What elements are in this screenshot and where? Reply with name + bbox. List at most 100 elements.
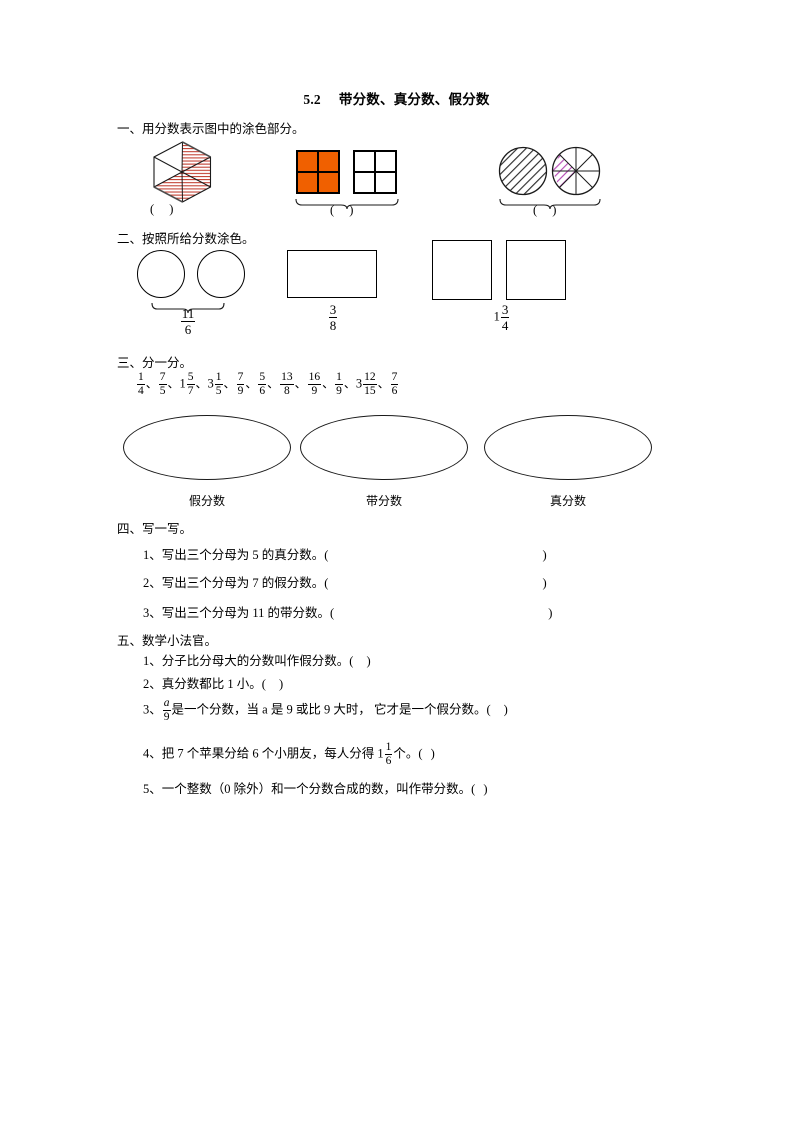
hexagon-six-sectors-icon xyxy=(153,141,212,203)
fraction-label-1-3-4: 1 3 4 xyxy=(474,303,530,332)
brace-under-circles xyxy=(498,196,602,214)
fraction-3-4: 3 4 xyxy=(500,302,510,333)
hexagon-answer-blank[interactable]: ( ) xyxy=(150,202,180,216)
coloring-circle-1[interactable] xyxy=(137,250,185,298)
fraction-denominator: 5 xyxy=(215,384,222,397)
coloring-circle-2[interactable] xyxy=(197,250,245,298)
circles-answer-blank[interactable]: ( ) xyxy=(533,203,563,217)
fraction-numerator: a xyxy=(163,697,170,709)
fraction-numerator: 3 xyxy=(329,302,337,317)
group-label-proper: 真分数 xyxy=(549,494,586,508)
fraction-bar xyxy=(384,754,393,756)
fraction-numerator: 7 xyxy=(391,371,398,383)
grid-cell xyxy=(375,151,396,172)
question-number: 5、 xyxy=(143,782,162,796)
brace-under-grids xyxy=(294,196,400,214)
section-1-heading: 一、用分数表示图中的涂色部分。 xyxy=(117,122,305,136)
fraction-numerator: 1 xyxy=(336,371,342,383)
circle-hatched-icon xyxy=(498,146,548,196)
fraction-separator: 、 xyxy=(294,376,307,391)
fraction-denominator: 6 xyxy=(391,384,398,397)
fraction-bar xyxy=(137,384,145,386)
fraction-numerator: 5 xyxy=(259,371,266,383)
fraction-bar xyxy=(280,384,294,386)
section-5-question-2: 2、真分数都比 1 小。() xyxy=(143,673,283,692)
coloring-square-1[interactable] xyxy=(432,240,492,300)
question-number: 2、 xyxy=(143,576,162,590)
group-ellipse-mixed[interactable] xyxy=(300,415,468,480)
grid-answer-blank[interactable]: ( ) xyxy=(330,203,360,217)
fraction-label-11-6: 11 6 xyxy=(167,307,209,336)
question-close-paren: ) xyxy=(548,606,553,620)
group-label-improper: 假分数 xyxy=(188,494,225,508)
fraction-separator: 、 xyxy=(343,376,356,391)
square-grid-empty xyxy=(353,150,397,194)
question-number: 3、 xyxy=(143,702,162,717)
page-title-number: 5.2 xyxy=(303,92,321,107)
mixed-whole-part: 3 xyxy=(355,376,363,391)
fraction-numerator: 3 xyxy=(501,302,509,317)
question-number: 1、 xyxy=(143,654,162,668)
question-text: 写出三个分母为 11 的带分数。( xyxy=(161,606,335,620)
question-number: 1、 xyxy=(143,548,162,562)
fraction-denominator: 4 xyxy=(501,317,509,333)
fraction-numerator: 7 xyxy=(159,371,166,383)
fraction-separator: 、 xyxy=(245,376,258,391)
coloring-rectangle[interactable] xyxy=(287,250,377,298)
fraction-bar xyxy=(186,384,195,386)
fraction-numerator: 16 xyxy=(308,371,321,383)
fraction-denominator: 6 xyxy=(259,384,266,397)
fraction-1-6: 1 6 xyxy=(384,741,393,768)
fraction-numerator: 1 xyxy=(215,371,222,383)
fraction-bar xyxy=(328,317,338,319)
fraction-numerator: 1 xyxy=(385,741,392,753)
question-text: 把 7 个苹果分给 6 个小朋友，每人分得 1 xyxy=(161,746,384,761)
group-ellipse-improper[interactable] xyxy=(123,415,291,480)
section-4-question-3: 3、写出三个分母为 11 的带分数。() xyxy=(143,602,552,621)
fraction-numerator: 7 xyxy=(237,371,244,383)
section-4-question-1: 1、写出三个分母为 5 的真分数。() xyxy=(143,544,547,563)
fraction-denominator: 4 xyxy=(138,384,144,397)
section-4-heading: 四、写一写。 xyxy=(117,522,193,536)
fraction-separator: 、 xyxy=(167,376,180,391)
group-ellipse-proper[interactable] xyxy=(484,415,652,480)
fraction-bar xyxy=(180,321,196,323)
question-text: 写出三个分母为 7 的假分数。( xyxy=(161,576,329,590)
fraction-separator: 、 xyxy=(322,376,335,391)
page-title-text: 带分数、真分数、假分数 xyxy=(338,92,490,107)
fraction-3-8: 3 8 xyxy=(328,302,338,332)
fraction-bar xyxy=(214,384,223,386)
coloring-square-2[interactable] xyxy=(506,240,566,300)
fraction-denominator: 7 xyxy=(187,384,194,397)
fraction-denominator: 15 xyxy=(364,384,376,397)
question-close-paren: ) xyxy=(366,654,371,668)
fraction-bar xyxy=(363,384,377,386)
question-close-paren: ) xyxy=(503,702,508,717)
fraction-numerator: 1 xyxy=(138,371,144,383)
brace-under-coloring-circles xyxy=(150,300,226,318)
fraction-separator: 、 xyxy=(145,376,158,391)
square-grid-filled xyxy=(296,150,340,194)
figure-circle-full-hatched xyxy=(498,146,548,201)
section-5-heading: 五、数学小法官。 xyxy=(117,634,218,648)
section-5-question-4: 4、把 7 个苹果分给 6 个小朋友，每人分得 1 1 6 个。() xyxy=(143,741,435,768)
question-number: 3、 xyxy=(143,606,162,620)
grid-cell xyxy=(297,172,318,193)
fraction-numerator: 5 xyxy=(187,371,194,383)
